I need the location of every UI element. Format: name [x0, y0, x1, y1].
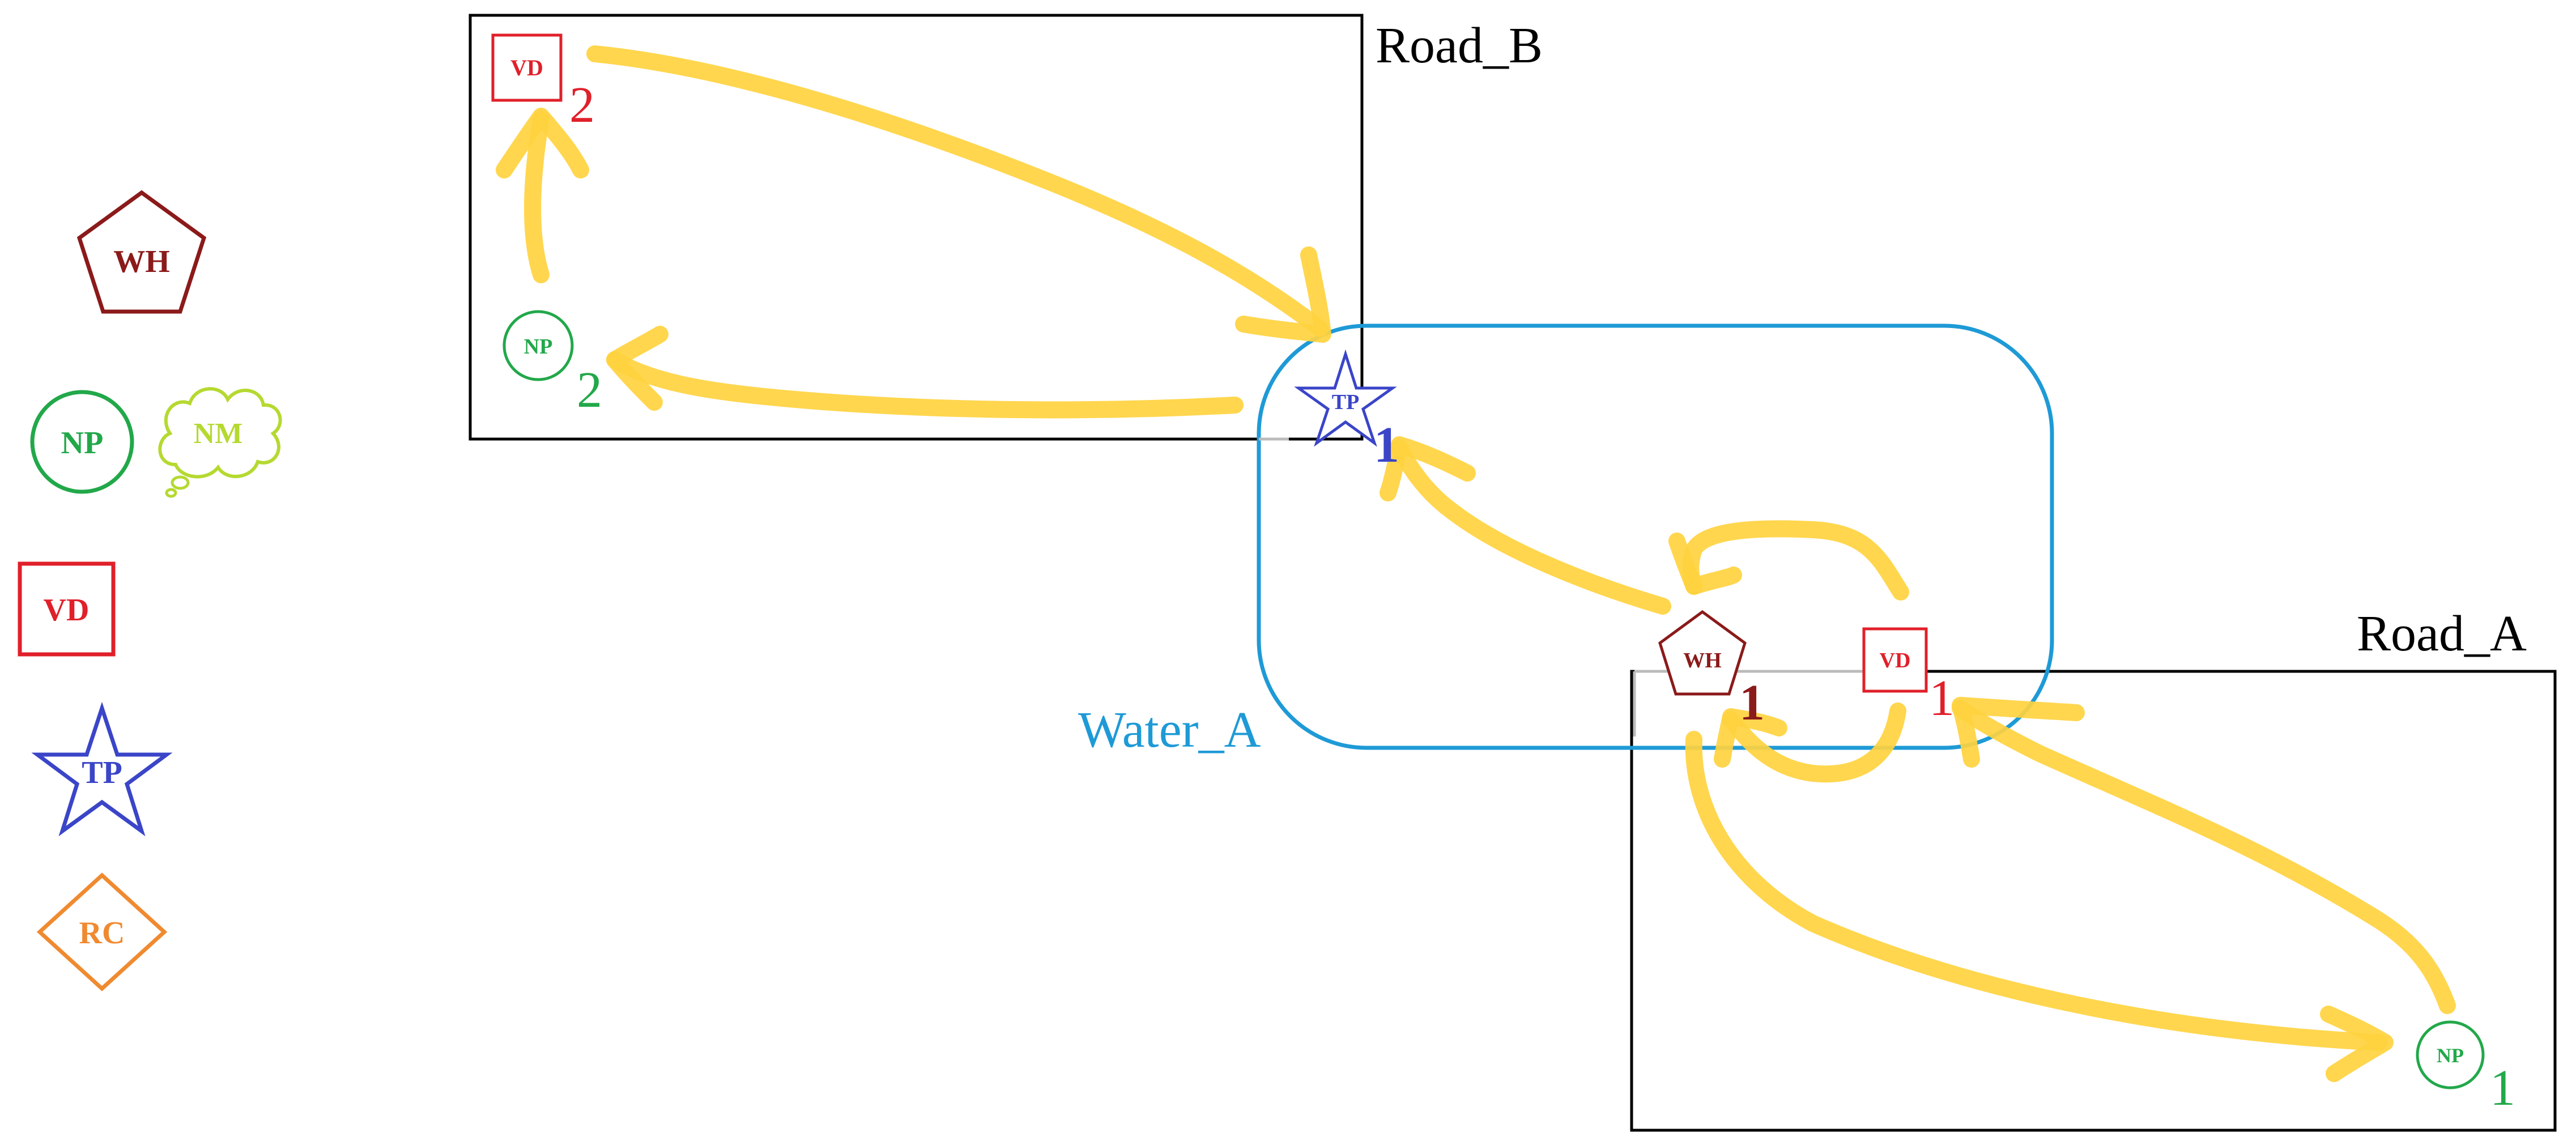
legend-np-item: NP	[30, 390, 134, 494]
legend-nm-item: NM	[158, 387, 282, 498]
legend-rc-label: RC	[79, 916, 125, 951]
node-np1: NP 1	[2416, 1020, 2515, 1116]
star-icon	[1294, 349, 1397, 447]
node-vd2-index: 2	[569, 77, 595, 133]
node-np2: NP 2	[503, 310, 602, 418]
arrow-head	[1235, 246, 1331, 343]
arrow-wh1-to-np1	[1685, 731, 2388, 1051]
legend-rc-item: RC	[36, 872, 168, 991]
arrow-tp1-to-np2	[606, 351, 1244, 419]
arrow-np1-to-vd1	[1952, 700, 2456, 1014]
arrow-head	[606, 326, 669, 411]
arrow-vd1-to-wh1-bottom	[1722, 703, 1906, 783]
node-wh1-label: WH	[1683, 649, 1722, 672]
node-tp1-label: TP	[1332, 390, 1360, 414]
square-icon	[491, 33, 563, 102]
circle-icon	[2416, 1020, 2485, 1089]
cloud-icon	[165, 488, 177, 498]
node-tp1-index: 1	[1374, 417, 1399, 473]
legend-tp-item: TP	[31, 701, 173, 837]
node-vd1-index: 1	[1929, 670, 1955, 726]
node-wh1: WH 1	[1658, 610, 1765, 731]
arrow-head	[2320, 1006, 2394, 1082]
node-wh1-index: 1	[1739, 675, 1765, 731]
node-np2-label: NP	[524, 335, 553, 359]
circle-icon	[503, 310, 574, 381]
legend-tp-label: TP	[82, 755, 122, 790]
legend-vd-label: VD	[44, 593, 90, 628]
square-icon	[1862, 627, 1928, 693]
node-np1-index: 1	[2490, 1060, 2515, 1116]
road-b-label: Road_B	[1376, 18, 1543, 74]
node-tp1: TP 1	[1294, 349, 1399, 473]
flow-arrows	[496, 45, 2456, 1082]
node-vd2-label: VD	[510, 55, 543, 80]
arrow-head	[1952, 697, 2085, 768]
legend-wh-label: WH	[113, 244, 170, 279]
road-b-region	[469, 14, 1364, 441]
node-np2-index: 2	[577, 362, 602, 418]
circle-icon	[30, 390, 134, 494]
cloud-icon	[158, 387, 282, 479]
arrow-vd2-to-tp1	[586, 45, 1329, 337]
cloud-icon	[171, 475, 190, 490]
square-icon	[18, 561, 116, 657]
legend-wh-item: WH	[76, 190, 207, 314]
pentagon-icon	[76, 190, 207, 314]
legend-vd-item: VD	[18, 561, 116, 657]
node-vd1: VD 1	[1862, 627, 1955, 726]
pentagon-icon	[1658, 610, 1747, 696]
arrow-wh1-to-tp1	[1391, 439, 1671, 615]
water-a-label: Water_A	[1078, 702, 1261, 758]
legend-nm-label: NM	[194, 418, 243, 450]
node-vd1-label: VD	[1880, 649, 1911, 672]
node-np1-label: NP	[2437, 1044, 2464, 1067]
diamond-icon	[36, 872, 168, 991]
road-a-region	[1630, 670, 2557, 1132]
star-icon	[31, 701, 173, 837]
node-vd2: VD 2	[491, 33, 595, 133]
arrow-head	[1379, 436, 1476, 501]
arrow-head	[1714, 708, 1787, 768]
legend: WH NP NM VD TP RC	[18, 190, 282, 991]
road-a-label: Road_A	[2357, 606, 2527, 662]
legend-np-label: NP	[61, 425, 104, 461]
arrow-head	[496, 108, 589, 178]
arrow-head	[1668, 533, 1742, 595]
arrow-np2-to-vd2	[524, 110, 550, 283]
water-a-region	[1257, 323, 2054, 750]
